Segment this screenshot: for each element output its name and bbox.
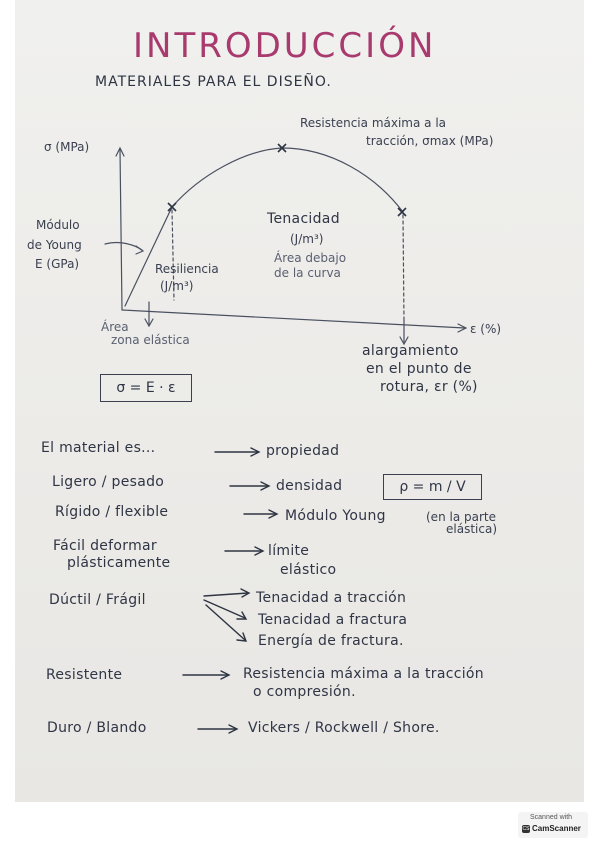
row-tensile-toughness: Tenacidad a tracción bbox=[256, 590, 407, 606]
x-axis-label: ε (%) bbox=[470, 322, 502, 336]
row-fracture-energy: Energía de fractura. bbox=[258, 633, 404, 649]
area-label-1: Área bbox=[101, 320, 129, 334]
modulus-arrowhead bbox=[135, 245, 145, 255]
row-resistant: Resistente bbox=[46, 667, 123, 683]
resilience-label-2: (J/m³) bbox=[160, 279, 194, 293]
toughness-label-4: de la curva bbox=[274, 266, 341, 280]
modulus-label-1: Módulo bbox=[36, 218, 80, 232]
page-title: INTRODUCCIÓN bbox=[133, 26, 437, 66]
row-density: densidad bbox=[276, 478, 343, 494]
yield-dashed-line bbox=[171, 209, 175, 301]
row-fracture-toughness: Tenacidad a fractura bbox=[258, 612, 408, 628]
watermark-line-2: CamScanner bbox=[532, 824, 581, 833]
toughness-label-1: Tenacidad bbox=[267, 211, 340, 227]
row-deform: Fácil deformar bbox=[53, 538, 157, 554]
y-axis bbox=[119, 149, 123, 311]
row-hard-soft: Duro / Blando bbox=[47, 720, 147, 736]
camscanner-logo-icon: CS bbox=[522, 825, 530, 833]
row-hardness-scales: Vickers / Rockwell / Shore. bbox=[248, 720, 440, 736]
max-strength-label-2: tracción, σmax (MPa) bbox=[366, 134, 494, 148]
resilience-label-1: Resiliencia bbox=[155, 262, 219, 276]
y-axis-label: σ (MPa) bbox=[44, 140, 90, 154]
elongation-label-1: alargamiento bbox=[362, 343, 459, 359]
x-axis-arrow bbox=[457, 323, 468, 333]
row-elastic-limit: límite bbox=[268, 543, 310, 559]
modulus-label-2: de Young bbox=[27, 238, 82, 252]
elongation-label-2: en el punto de bbox=[366, 361, 472, 377]
row-rigid-flexible: Rígido / flexible bbox=[55, 504, 169, 520]
rupture-point-marker bbox=[397, 207, 407, 217]
row-compression: o compresión. bbox=[253, 684, 356, 700]
modulus-label-3: E (GPa) bbox=[35, 257, 80, 271]
yield-point-marker bbox=[167, 202, 177, 212]
hooke-formula: σ = E · ε bbox=[116, 380, 176, 396]
row-elastic-limit-2: elástico bbox=[280, 562, 337, 578]
young-note-1: (en la parte bbox=[426, 510, 496, 524]
young-note-2: elástica) bbox=[446, 522, 497, 536]
density-formula: ρ = m / V bbox=[399, 479, 466, 495]
toughness-label-2: (J/m³) bbox=[290, 232, 324, 246]
header-property: propiedad bbox=[266, 443, 340, 459]
area-label-2: zona elástica bbox=[111, 333, 190, 347]
elongation-label-3: rotura, εr (%) bbox=[380, 379, 478, 395]
row-max-strength: Resistencia máxima a la tracción bbox=[243, 666, 484, 682]
toughness-label-3: Área debajo bbox=[274, 251, 347, 265]
max-point-marker bbox=[277, 143, 287, 153]
row-deform-2: plásticamente bbox=[67, 555, 171, 571]
header-material: El material es... bbox=[41, 440, 156, 456]
y-axis-arrow bbox=[115, 146, 125, 157]
row-young-modulus: Módulo Young bbox=[285, 508, 386, 524]
rupture-dashed-line bbox=[402, 214, 405, 323]
page-subtitle: MATERIALES PARA EL DISEÑO. bbox=[95, 74, 332, 90]
row-ductile-fragile: Dúctil / Frágil bbox=[49, 592, 146, 608]
watermark-line-1: Scanned with bbox=[530, 814, 573, 821]
hooke-formula-box: σ = E · ε bbox=[100, 374, 192, 402]
camscanner-watermark: Scanned with CS CamScanner bbox=[518, 812, 588, 838]
density-formula-box: ρ = m / V bbox=[383, 474, 482, 500]
row-light-heavy: Ligero / pesado bbox=[52, 474, 165, 490]
max-strength-label: Resistencia máxima a la bbox=[300, 116, 447, 130]
x-axis bbox=[121, 309, 466, 329]
